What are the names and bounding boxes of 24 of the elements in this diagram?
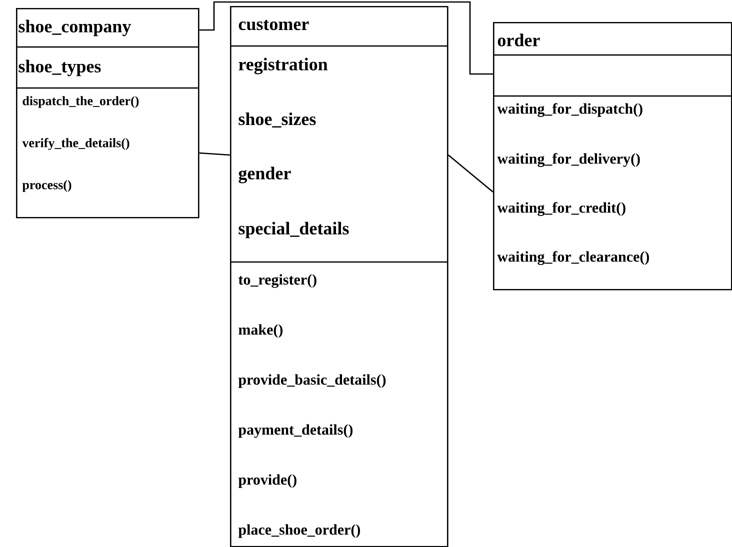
method-text: process() bbox=[22, 180, 72, 192]
association-line bbox=[199, 152, 230, 156]
method-text: verify_the_details() bbox=[22, 138, 130, 150]
method-text: to_register() bbox=[238, 274, 316, 288]
attribute-text: shoe_sizes bbox=[238, 112, 316, 128]
method-text: make() bbox=[238, 324, 283, 338]
class-name: customer bbox=[238, 20, 309, 30]
method-text: dispatch_the_order() bbox=[22, 96, 139, 108]
method-text: provide() bbox=[238, 474, 296, 488]
class-name: order bbox=[498, 34, 540, 46]
association-line bbox=[199, 1, 493, 75]
method-text: waiting_for_credit() bbox=[497, 202, 626, 216]
attribute-text: registration bbox=[238, 58, 328, 74]
method-text: waiting_for_clearance() bbox=[497, 251, 649, 265]
association-line bbox=[448, 154, 494, 192]
method-text: provide_basic_details() bbox=[238, 374, 386, 388]
attribute-text: shoe_types bbox=[18, 60, 101, 76]
method-text: payment_details() bbox=[238, 424, 353, 438]
attribute-text: special_details bbox=[238, 222, 349, 238]
method-text: waiting_for_delivery() bbox=[497, 153, 640, 167]
class-name: shoe_company bbox=[18, 20, 132, 36]
method-text: place_shoe_order() bbox=[238, 524, 360, 538]
method-text: waiting_for_dispatch() bbox=[497, 103, 642, 117]
attribute-text: gender bbox=[238, 166, 291, 184]
